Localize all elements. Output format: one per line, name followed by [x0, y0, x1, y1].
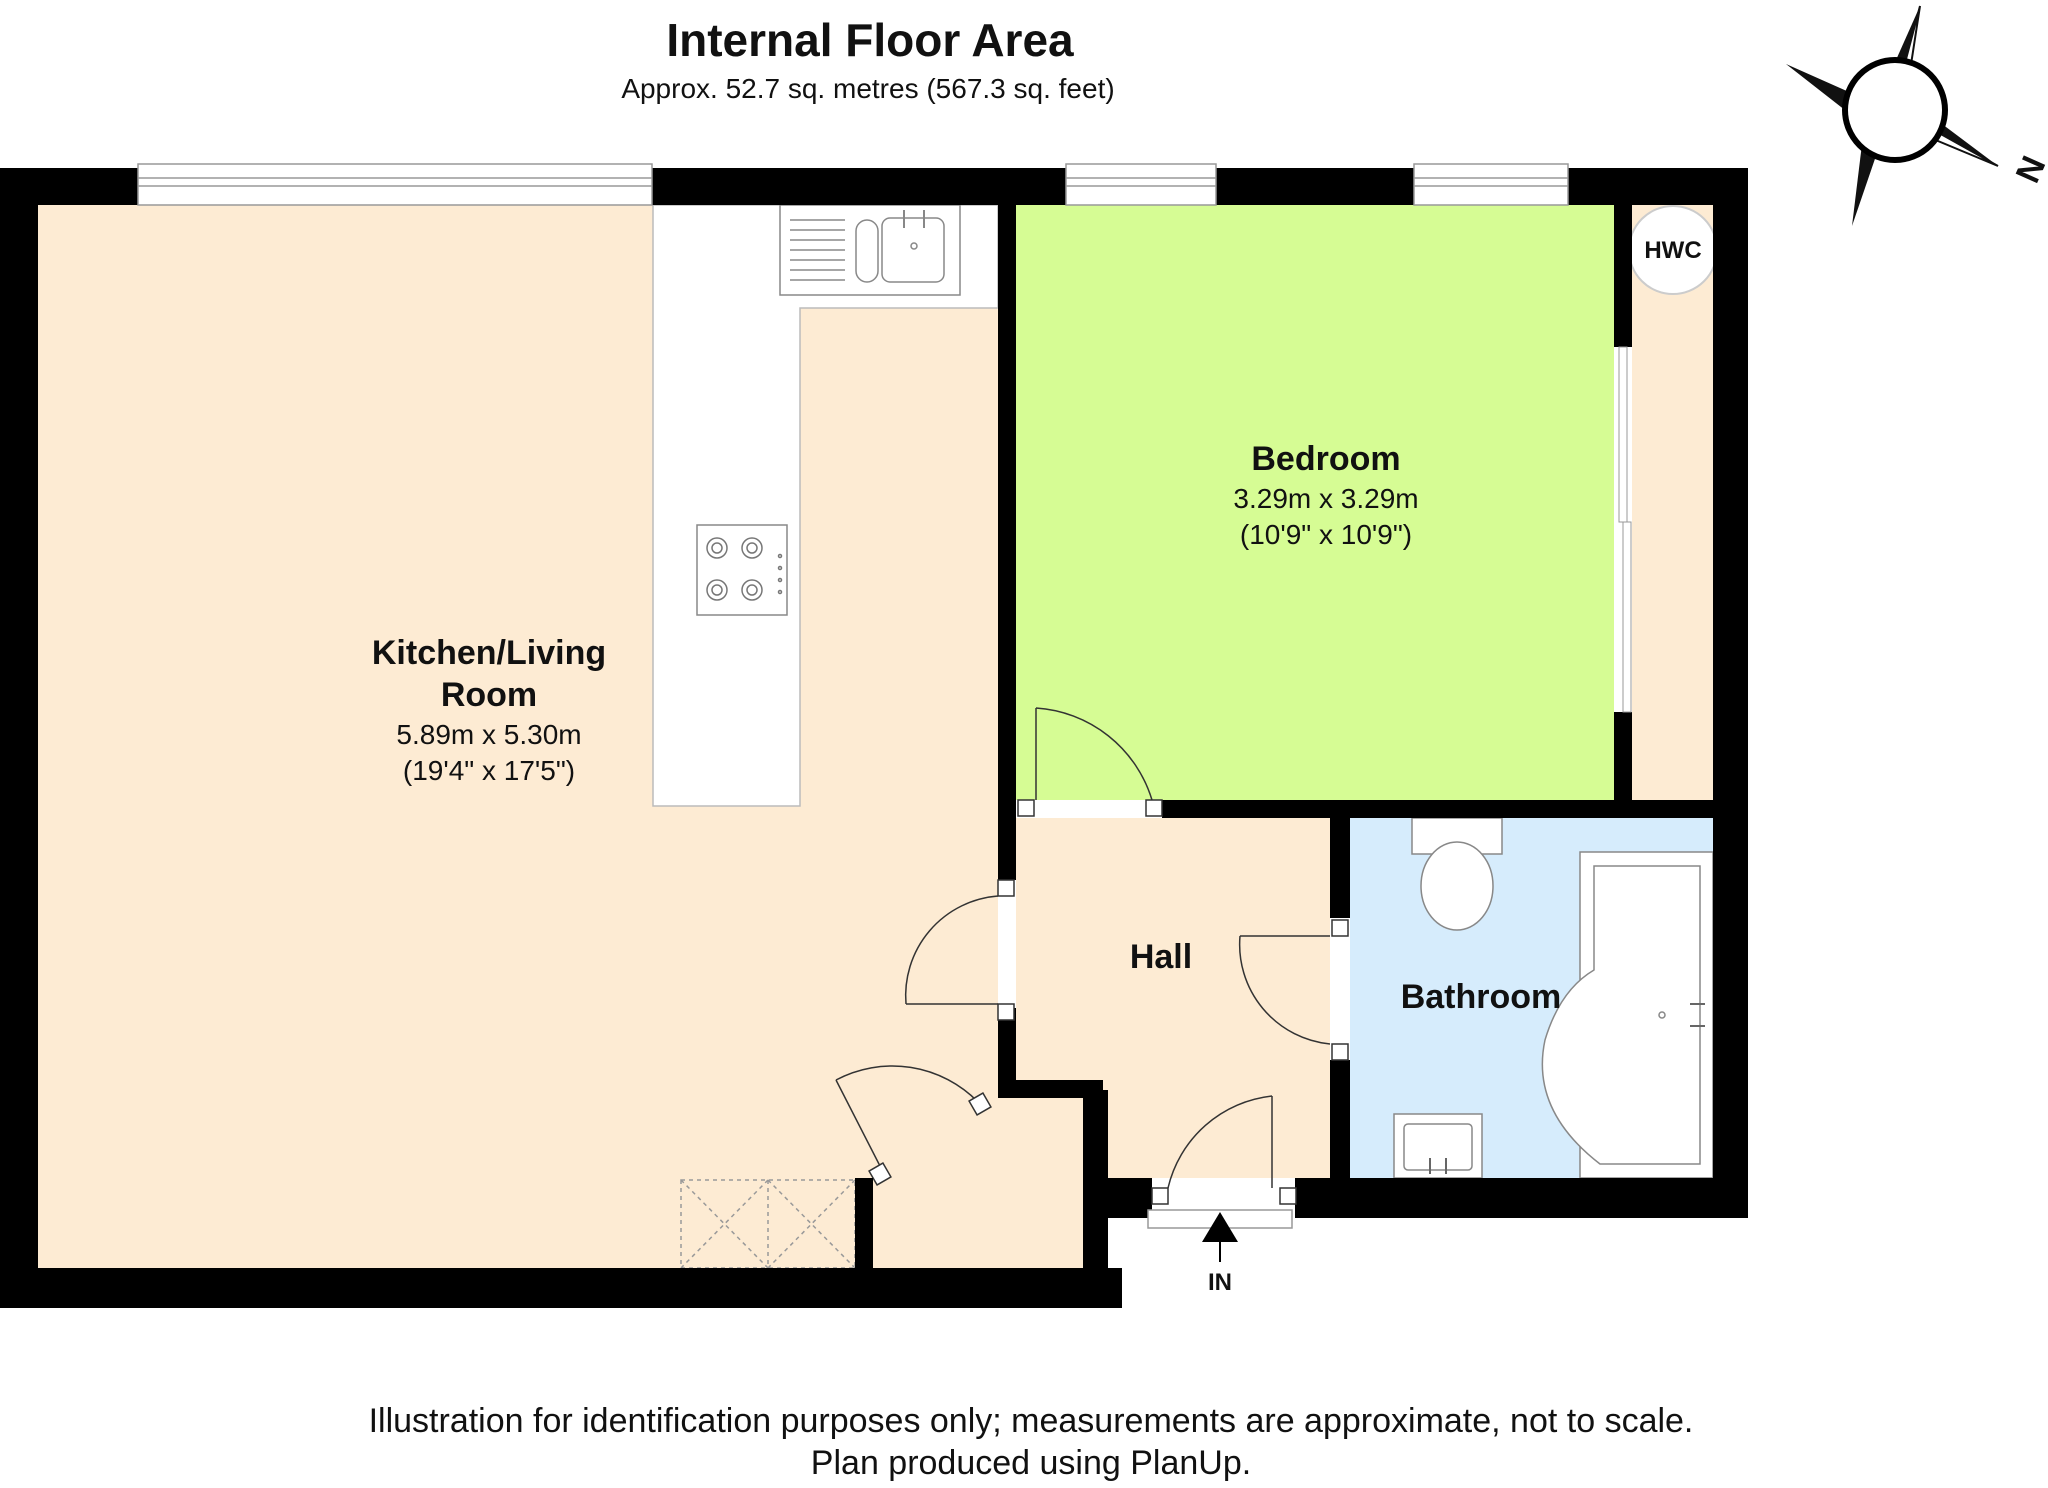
- kitchen-living-room: [38, 205, 1083, 1268]
- entrance-label: IN: [1208, 1269, 1232, 1296]
- kitchen-dims-metric: 5.89m x 5.30m: [396, 719, 581, 750]
- kitchen-worktop: [652, 204, 999, 1269]
- compass-icon: N: [1786, 5, 2048, 226]
- plan-title: Internal Floor Area: [666, 14, 1074, 66]
- bedroom-name: Bedroom: [1251, 440, 1400, 478]
- bedroom: [1016, 205, 1614, 800]
- hwc-label: HWC: [1644, 237, 1701, 264]
- bedroom-dims-imperial: (10'9" x 10'9"): [1240, 519, 1412, 550]
- cupboard-hwc: [1632, 205, 1713, 800]
- kitchen-name-line2: Room: [441, 676, 537, 714]
- hob-icon: [696, 524, 788, 616]
- bathroom-fixtures: [1393, 817, 1714, 1179]
- entrance-arrow-icon: [1202, 1212, 1238, 1262]
- bathroom-name: Bathroom: [1401, 978, 1562, 1016]
- disclaimer-line2: Plan produced using PlanUp.: [811, 1444, 1251, 1482]
- disclaimer-line1: Illustration for identification purposes…: [369, 1402, 1694, 1440]
- kitchen-dims-imperial: (19'4" x 17'5"): [403, 755, 575, 786]
- walls: [0, 168, 1748, 1308]
- compass-north-label: N: [2009, 151, 2048, 189]
- hall-name: Hall: [1130, 938, 1192, 976]
- plan-subtitle: Approx. 52.7 sq. metres (567.3 sq. feet): [621, 73, 1114, 104]
- bedroom-dims-metric: 3.29m x 3.29m: [1233, 483, 1418, 514]
- hot-water-cylinder-icon: HWC: [1628, 205, 1718, 295]
- kitchen-name-line1: Kitchen/Living: [372, 634, 606, 672]
- windows: [137, 163, 1569, 206]
